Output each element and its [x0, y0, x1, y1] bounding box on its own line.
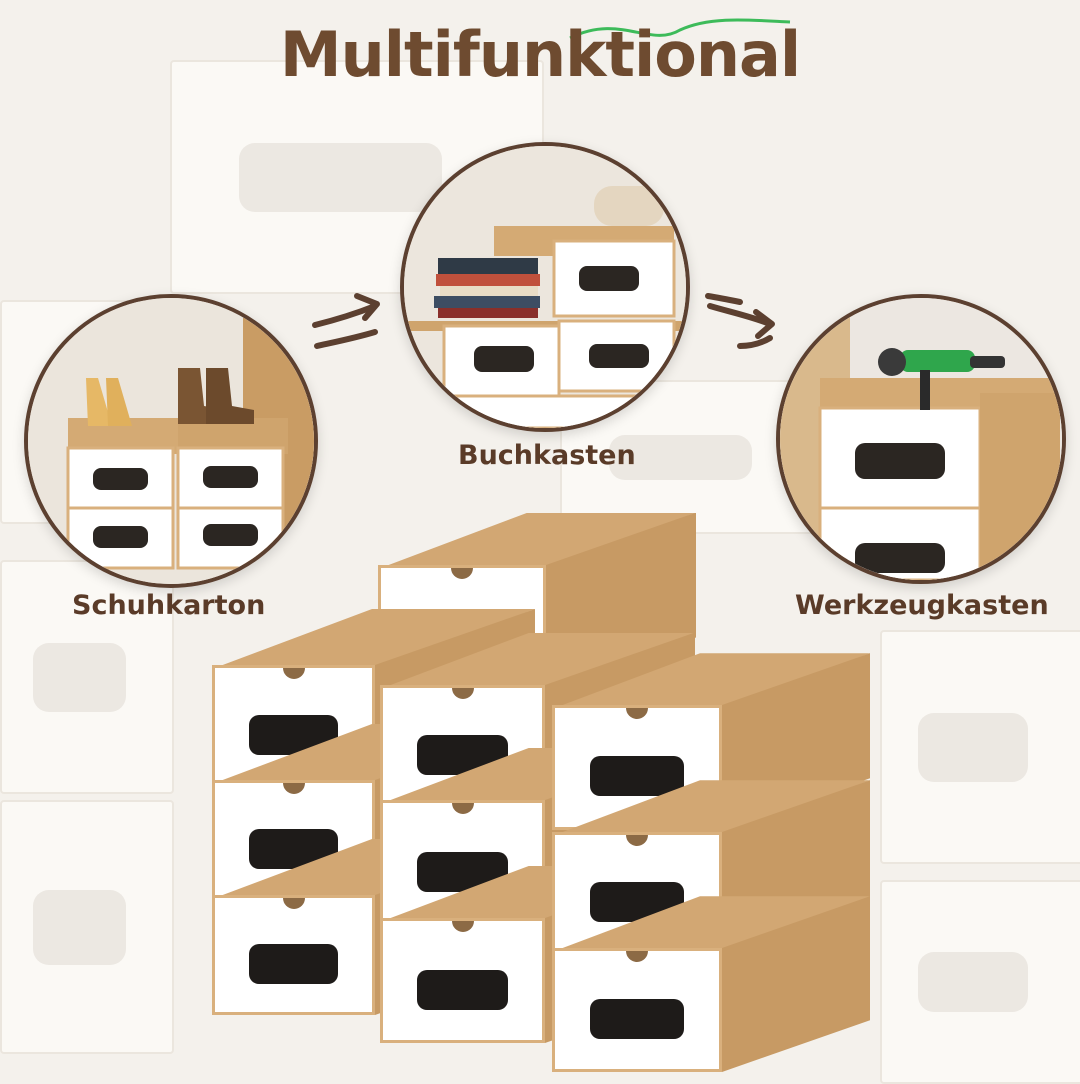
drawer-front[interactable] [552, 947, 722, 1072]
drawer-pull-notch[interactable] [451, 803, 474, 814]
drawer-pull-notch[interactable] [626, 834, 648, 846]
drawer-pull-notch[interactable] [451, 688, 474, 699]
drawer-front[interactable] [380, 918, 545, 1043]
page-title: Multifunktional [279, 18, 801, 91]
tool-scene [780, 298, 1062, 580]
shoe-box-circle [24, 294, 318, 588]
drawer-pull-notch[interactable] [282, 668, 305, 679]
bg-box [0, 800, 174, 1054]
drawer-pull-notch[interactable] [451, 568, 473, 579]
book-box-label: Buchkasten [458, 440, 636, 471]
book-box-circle [400, 142, 690, 432]
tool-box-circle [776, 294, 1066, 584]
bg-box [880, 630, 1080, 864]
swoosh-decoration [569, 18, 791, 40]
drawer-window [417, 969, 508, 1010]
book-scene [404, 146, 686, 428]
drawer-pull-notch[interactable] [282, 898, 305, 909]
swap-arrows-icon [705, 293, 775, 349]
bg-box [0, 560, 174, 794]
drawer-window [248, 944, 339, 984]
shoe-box-label: Schuhkarton [72, 590, 266, 621]
shoe-scene [28, 298, 314, 584]
drawer-pull-notch[interactable] [451, 921, 474, 932]
drawer-window [590, 998, 684, 1039]
drawer-window [590, 756, 684, 797]
tool-box-label: Werkzeugkasten [795, 590, 1049, 621]
drawer-pull-notch[interactable] [626, 950, 648, 962]
drawer-front[interactable] [212, 895, 375, 1015]
drawer-pull-notch[interactable] [626, 707, 648, 719]
drawer-pull-notch[interactable] [282, 783, 305, 794]
swap-arrows-icon [312, 293, 380, 349]
bg-box [880, 880, 1080, 1084]
